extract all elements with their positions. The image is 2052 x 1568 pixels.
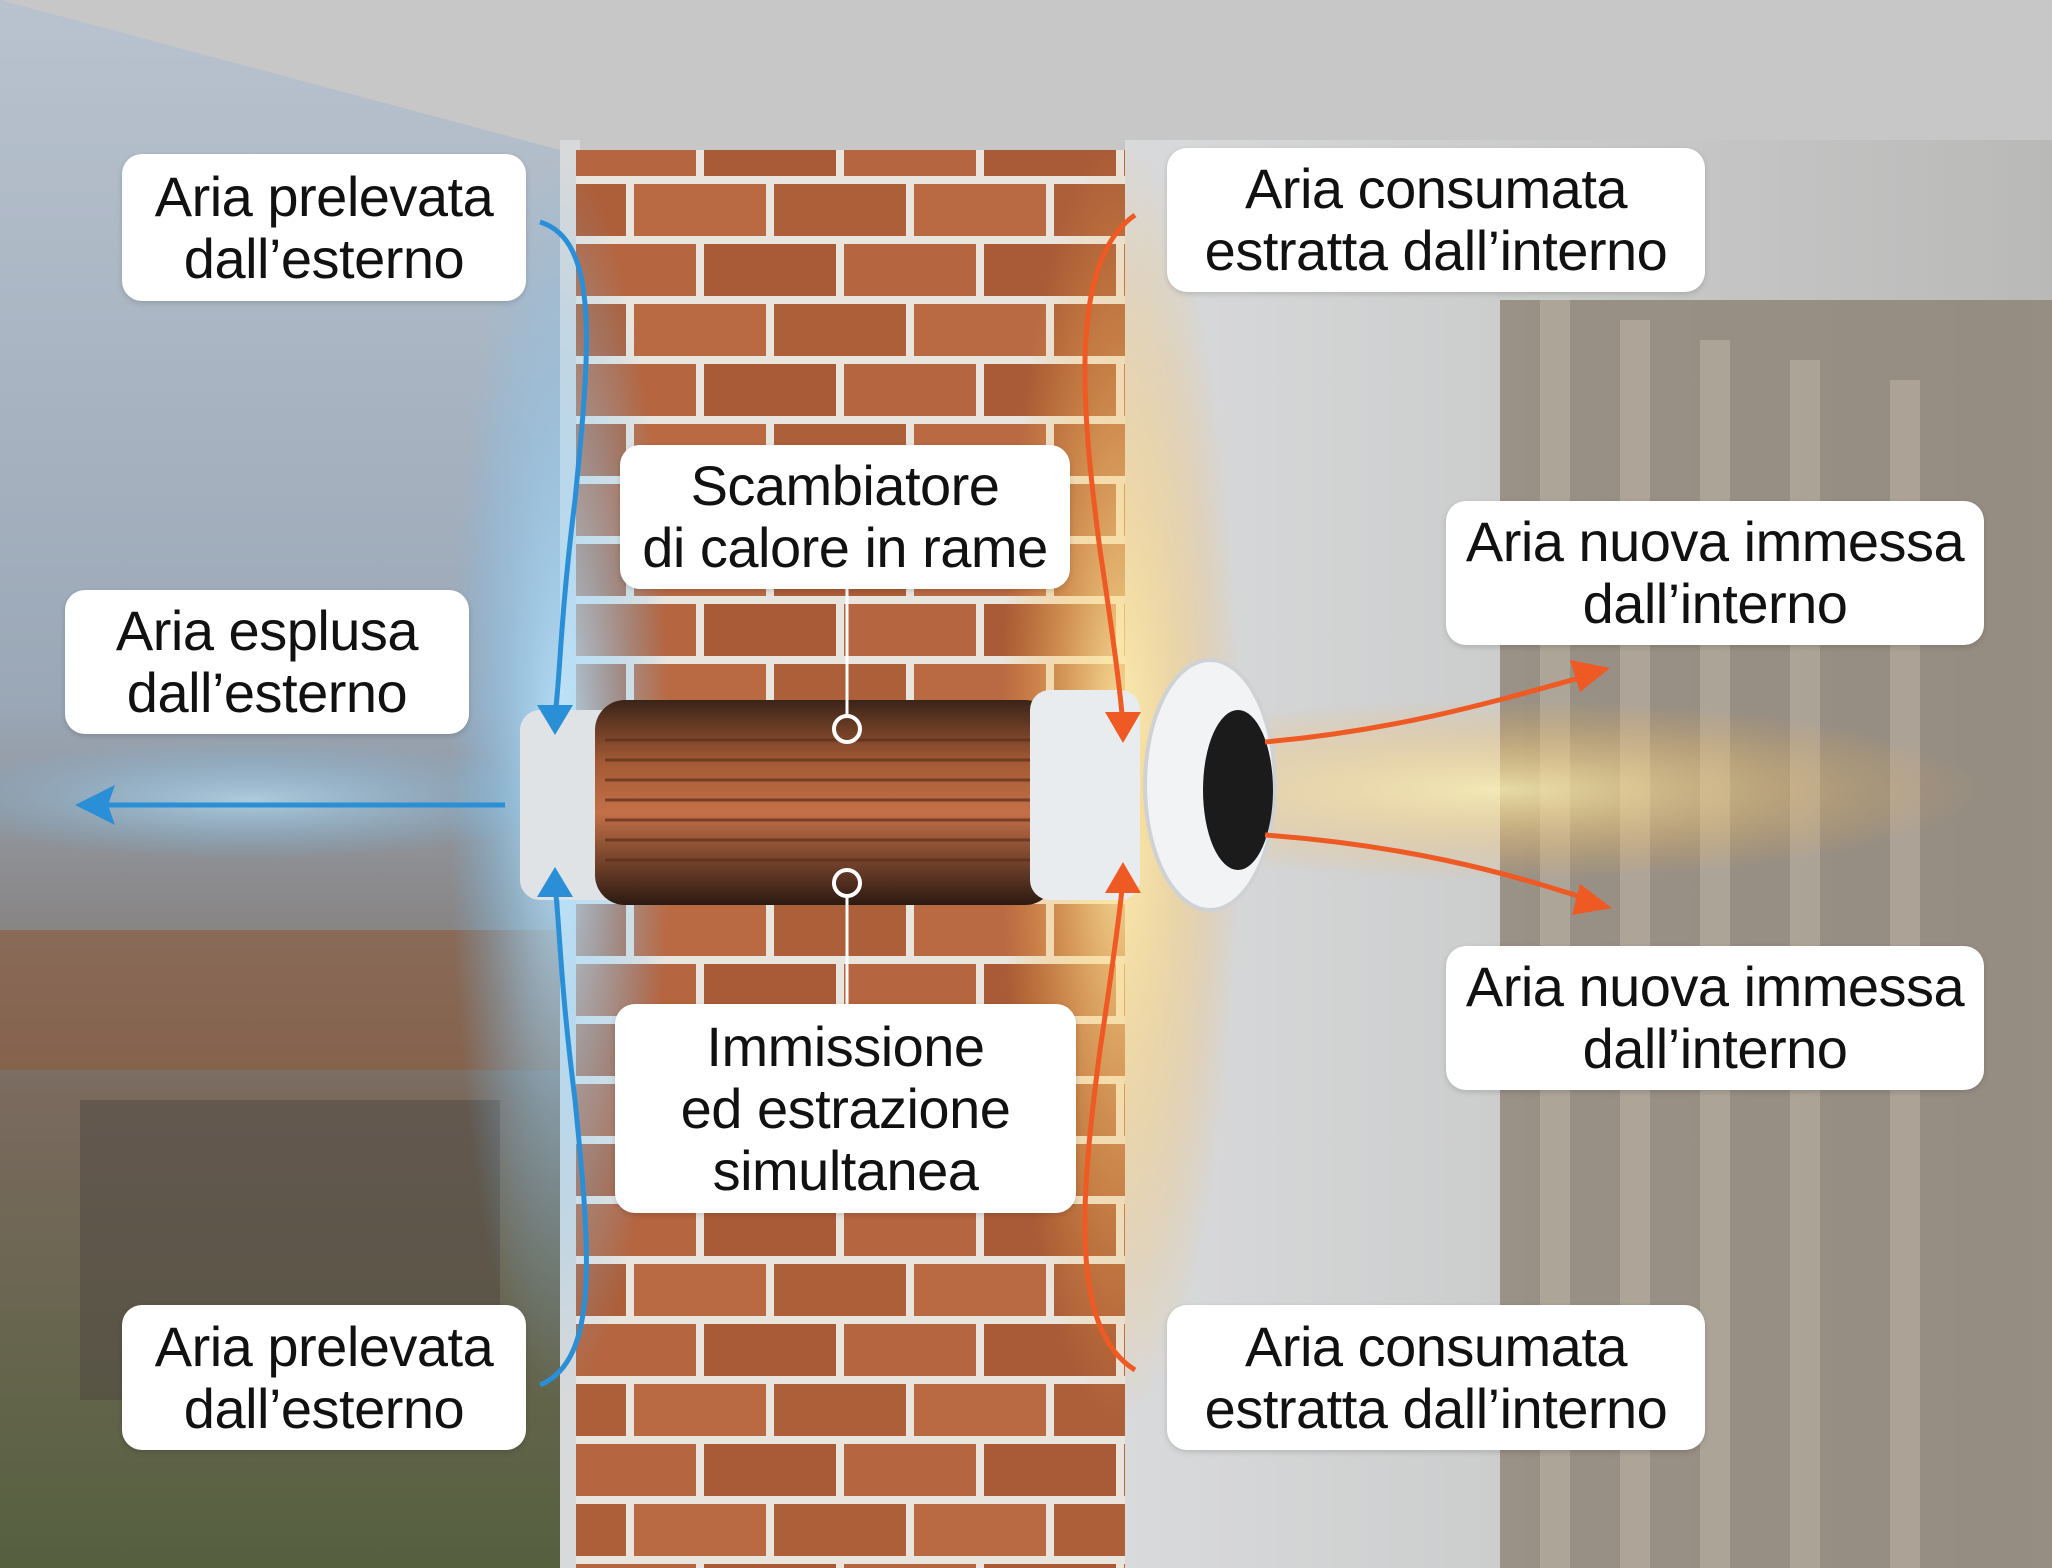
label-line: ed estrazione [680, 1076, 1011, 1140]
label-line: Aria esplusa [115, 599, 419, 662]
label-line: dall’esterno [183, 226, 465, 290]
label-line: estratta dall’interno [1204, 219, 1668, 282]
label-line: dall’esterno [126, 661, 408, 724]
arrow-head-up [537, 867, 573, 897]
label-intake-top: Aria prelevata dall’esterno [122, 154, 526, 301]
arrow-head-supply-bottom [1572, 884, 1612, 915]
label-line: Aria consumata [1244, 157, 1628, 220]
label-line: simultanea [712, 1138, 979, 1202]
control-display [1203, 710, 1273, 870]
label-line: Aria prelevata [154, 1314, 494, 1378]
label-line: dall’esterno [183, 1376, 465, 1440]
label-supply-bottom: Aria nuova immessa dall’interno [1446, 946, 1984, 1090]
label-line: Aria nuova immessa [1465, 955, 1965, 1018]
label-line: Scambiatore [690, 454, 1000, 517]
label-supply-top: Aria nuova immessa dall’interno [1446, 501, 1984, 645]
cold-air-arrows [90, 219, 589, 1388]
sleeve-right [1030, 690, 1140, 900]
label-exhaust-outside: Aria esplusa dall’esterno [65, 590, 469, 734]
arrow-head-extract-down [1105, 712, 1141, 743]
label-extract-bottom: Aria consumata estratta dall’interno [1167, 1305, 1705, 1450]
arrow-head-extract-up [1105, 862, 1141, 893]
label-intake-bottom: Aria prelevata dall’esterno [122, 1305, 526, 1450]
label-extract-top: Aria consumata estratta dall’interno [1167, 148, 1705, 292]
label-line: estratta dall’interno [1204, 1376, 1668, 1440]
label-simultaneous: Immissione ed estrazione simultanea [615, 1004, 1076, 1213]
label-line: Aria consumata [1244, 1314, 1628, 1378]
label-line: Immissione [706, 1014, 985, 1078]
label-line: Aria nuova immessa [1465, 510, 1965, 573]
arrow-head-supply-top [1570, 660, 1610, 692]
copper-heat-exchanger [595, 700, 1055, 905]
label-line: di calore in rame [642, 516, 1048, 579]
label-heat-exchanger: Scambiatore di calore in rame [620, 445, 1070, 589]
label-line: dall’interno [1582, 1017, 1848, 1080]
arrow-head-down [537, 705, 573, 735]
label-line: Aria prelevata [154, 164, 494, 228]
arrow-head-out [75, 785, 115, 825]
warm-air-arrows [1082, 212, 1591, 1373]
label-line: dall’interno [1582, 572, 1848, 635]
